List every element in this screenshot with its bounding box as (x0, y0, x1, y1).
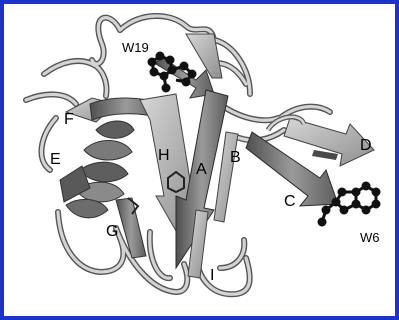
label-b: B (230, 149, 241, 166)
label-g: G (106, 223, 118, 240)
label-c: C (284, 193, 296, 210)
label-w6: W6 (360, 230, 380, 245)
label-h: H (158, 147, 170, 164)
label-d: D (360, 137, 372, 154)
label-a: A (196, 161, 207, 178)
label-f: F (64, 111, 74, 128)
label-e: E (50, 151, 61, 168)
label-i: I (210, 267, 214, 284)
label-w19: W19 (122, 40, 149, 55)
